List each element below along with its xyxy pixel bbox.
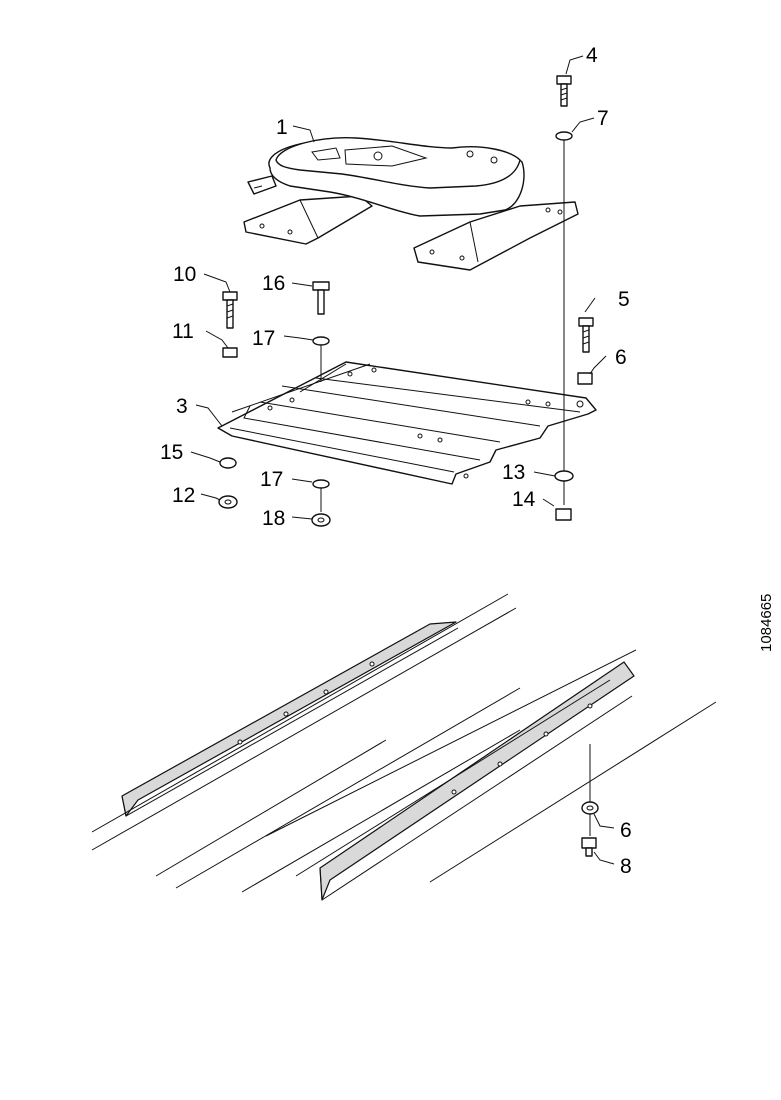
- drawing-reference-number: 1084665: [758, 594, 775, 652]
- bolt-5: [578, 317, 594, 353]
- washer-7: [555, 131, 573, 141]
- nut-6-top: [577, 372, 593, 385]
- nut-14: [555, 508, 572, 521]
- mounting-plate: [217, 361, 597, 485]
- callout-4: 4: [586, 44, 598, 67]
- callout-13: 13: [502, 461, 525, 484]
- callout-16: 16: [262, 272, 285, 295]
- bolt-8: [581, 837, 597, 857]
- bolt-16: [312, 281, 330, 315]
- callout-18: 18: [262, 507, 285, 530]
- washer-17-bottom: [312, 479, 330, 489]
- washer-17-top: [312, 336, 330, 346]
- bolt-10: [222, 291, 238, 329]
- callout-6-top: 6: [615, 346, 627, 369]
- callout-6-bottom: 6: [620, 819, 632, 842]
- callout-3: 3: [176, 395, 188, 418]
- washer-13: [554, 470, 574, 482]
- bolt-4: [556, 75, 572, 107]
- fifth-wheel-coupling: [243, 137, 579, 271]
- callout-12: 12: [172, 484, 195, 507]
- nut-18: [311, 513, 331, 527]
- callout-11: 11: [172, 320, 194, 343]
- nut-11: [222, 347, 238, 358]
- callout-numbers: 1 4 7 10 16 5 11 17 6 3 15 17 13 12 14 1…: [160, 44, 632, 878]
- nut-6-bottom: [581, 801, 599, 815]
- nut-12: [218, 495, 238, 509]
- callout-10: 10: [173, 263, 196, 286]
- callout-14: 14: [512, 488, 536, 511]
- leader-lines: [190, 55, 615, 865]
- callout-7: 7: [597, 107, 609, 130]
- chassis-frame-rails: [91, 593, 717, 901]
- callout-17-bottom: 17: [260, 468, 283, 491]
- callout-17-top: 17: [252, 327, 275, 350]
- washer-15: [219, 457, 237, 469]
- callout-8: 8: [620, 855, 632, 878]
- callout-1: 1: [276, 116, 288, 139]
- callout-15: 15: [160, 441, 183, 464]
- callout-5: 5: [618, 288, 630, 311]
